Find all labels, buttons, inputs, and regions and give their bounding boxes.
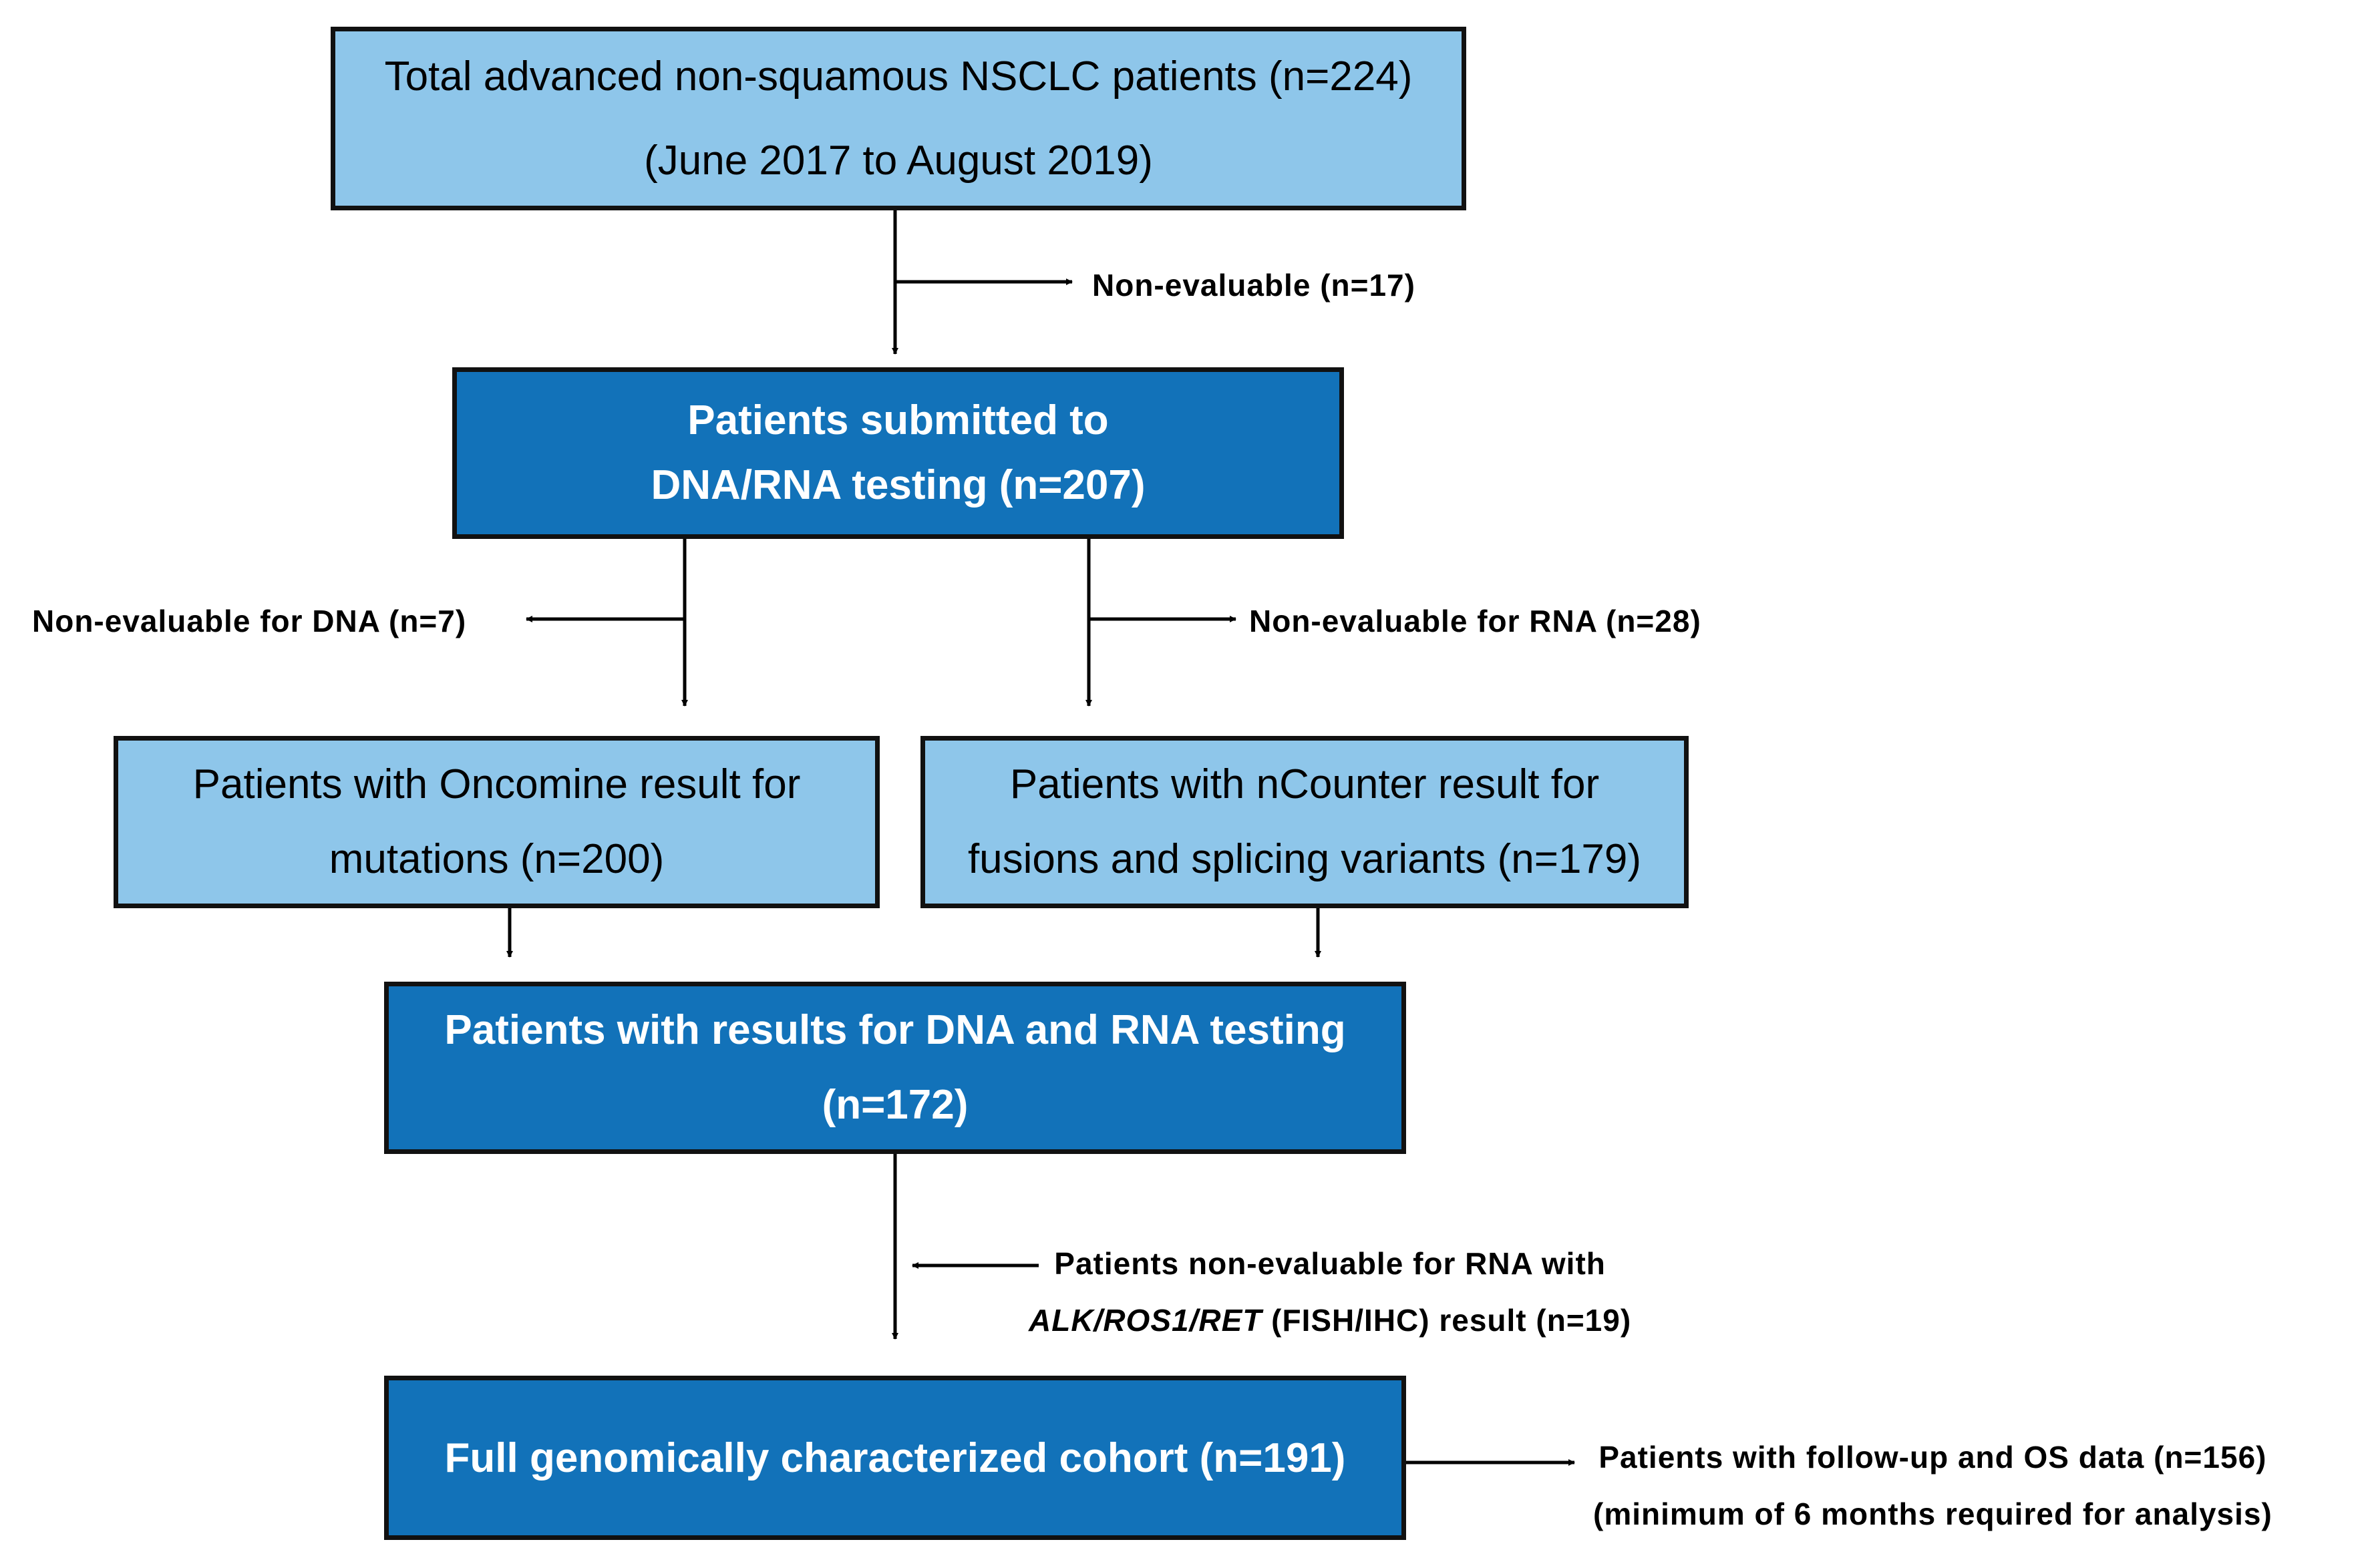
- submitted-testing-line2: DNA/RNA testing (n=207): [651, 461, 1146, 508]
- ncounter-result-line1: Patients with nCounter result for: [1009, 761, 1600, 808]
- total-patients-line1: Total advanced non-squamous NSCLC patien…: [384, 53, 1413, 100]
- ncounter-result-line2: fusions and splicing variants (n=179): [967, 836, 1642, 882]
- rna-fish-ihc-note: Patients non-evaluable for RNA with ALK/…: [1029, 1235, 1631, 1349]
- dna-rna-results-line2: (n=172): [822, 1082, 969, 1128]
- oncomine-result-line2: mutations (n=200): [329, 836, 665, 882]
- follow-up-line2: (minimum of 6 months required for analys…: [1593, 1497, 2272, 1532]
- non-evaluable-label: Non-evaluable (n=17): [1092, 268, 1415, 303]
- rna-fish-ihc-rest: (FISH/IHC) result (n=19): [1262, 1303, 1632, 1338]
- non-evaluable-dna-label: Non-evaluable for DNA (n=7): [32, 604, 467, 638]
- follow-up-line1: Patients with follow-up and OS data (n=1…: [1598, 1440, 2267, 1475]
- oncomine-result-box: Patients with Oncomine result for mutati…: [114, 736, 880, 908]
- non-evaluable-rna-label: Non-evaluable for RNA (n=28): [1249, 604, 1701, 638]
- rna-fish-ihc-genes: ALK/ROS1/RET: [1029, 1303, 1262, 1338]
- rna-fish-ihc-line2: ALK/ROS1/RET (FISH/IHC) result (n=19): [1029, 1292, 1631, 1349]
- full-cohort-box: Full genomically characterized cohort (n…: [384, 1376, 1406, 1540]
- total-patients-line2: (June 2017 to August 2019): [644, 137, 1153, 184]
- total-patients-box: Total advanced non-squamous NSCLC patien…: [331, 27, 1466, 210]
- rna-fish-ihc-line1: Patients non-evaluable for RNA with: [1054, 1246, 1606, 1281]
- follow-up-note: Patients with follow-up and OS data (n=1…: [1593, 1429, 2272, 1543]
- ncounter-result-box: Patients with nCounter result for fusion…: [920, 736, 1689, 908]
- full-cohort-line1: Full genomically characterized cohort (n…: [444, 1434, 1346, 1481]
- submitted-testing-box: Patients submitted to DNA/RNA testing (n…: [452, 367, 1344, 539]
- dna-rna-results-line1: Patients with results for DNA and RNA te…: [444, 1007, 1346, 1054]
- oncomine-result-line1: Patients with Oncomine result for: [192, 761, 801, 808]
- submitted-testing-line1: Patients submitted to: [687, 397, 1109, 444]
- dna-rna-results-box: Patients with results for DNA and RNA te…: [384, 982, 1406, 1154]
